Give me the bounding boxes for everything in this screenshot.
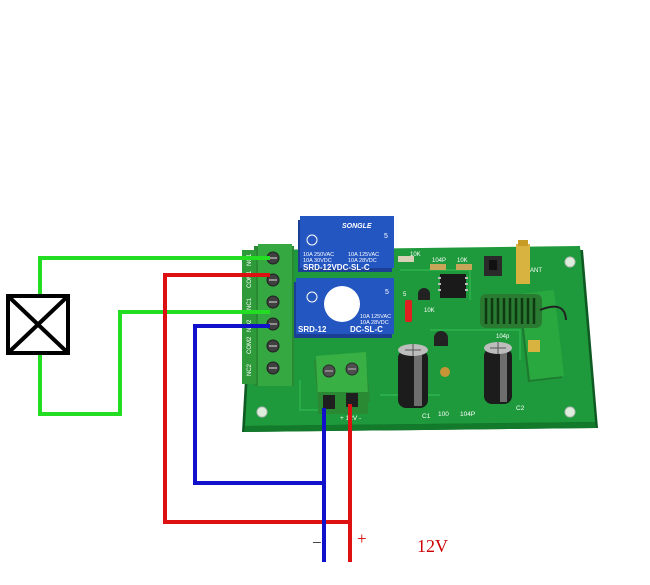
- label-bottom-c2: C2: [516, 405, 525, 412]
- mounting-hole: [564, 256, 576, 268]
- relay-top-rating-r1: 10A 125VAC: [348, 252, 379, 258]
- green-wire: [38, 310, 270, 416]
- relay-top: SONGLE 5 10A 250VAC 10A 30VDC 10A 125VAC…: [298, 216, 394, 272]
- terminal-label: NC2: [247, 363, 253, 376]
- transistor: [418, 288, 430, 300]
- relay-bottom-pin: 5: [385, 289, 389, 296]
- relay-bottom: 5 10A 125VAC 10A 28VDC SRD-12 DC-SL-C: [294, 278, 394, 338]
- ceramic-capacitor: [440, 367, 450, 377]
- relay-top-model: SRD-12VDC-SL-C: [303, 263, 370, 272]
- red-led: [405, 300, 412, 322]
- red-wire: [163, 273, 352, 562]
- label-bottom-c1: C1: [422, 413, 431, 420]
- mounting-hole: [256, 406, 268, 418]
- relay-seal-sticker: [324, 286, 360, 322]
- label-c1p: 104P: [432, 258, 446, 264]
- capacitor-c1: [398, 344, 428, 408]
- plus-label: +: [357, 529, 367, 548]
- board-components: 10K 104P 10K 5 10K: [398, 240, 567, 420]
- label-r1: 10K: [410, 252, 421, 258]
- capacitor-c2: [484, 342, 512, 404]
- ce-mark-icon: [306, 234, 318, 246]
- power-terminal-block: + 12V -: [314, 352, 370, 422]
- relay-board: SONGLE 5 10A 250VAC 10A 30VDC 10A 125VAC…: [242, 216, 598, 432]
- antenna-coil: [480, 294, 567, 328]
- green-wire: [38, 256, 270, 308]
- label-antenna: ANT: [530, 268, 542, 274]
- mounting-hole: [564, 406, 576, 418]
- relay-bottom-rating-r1: 10A 125VAC: [360, 314, 391, 320]
- voltage-label: 12V: [417, 536, 448, 556]
- lamp-symbol: [6, 294, 70, 355]
- terminal-label: NC1: [247, 297, 253, 310]
- label-c104p: 104p: [496, 334, 510, 340]
- wires: [38, 256, 352, 562]
- label-led: 5: [403, 292, 407, 298]
- relay-bottom-model-left: SRD-12: [298, 325, 327, 334]
- relay-top-rating-r2: 10A 28VDC: [348, 258, 377, 264]
- pcb-edge: [244, 422, 596, 432]
- terminal-label: COM1: [247, 270, 253, 288]
- relay-top-rating-l2: 10A 30VDC: [303, 258, 332, 264]
- transistor: [433, 330, 448, 346]
- label-r3: 10K: [424, 308, 435, 314]
- terminal-label: COM2: [247, 336, 253, 354]
- relay-top-rating-l1: 10A 250VAC: [303, 252, 334, 258]
- label-bottom-104p: 104P: [460, 411, 475, 418]
- relay-bottom-rating-r2: 10A 28VDC: [360, 320, 389, 326]
- ce-mark-icon: [306, 291, 318, 303]
- relay-top-brand: SONGLE: [342, 223, 372, 230]
- relay-top-pin: 5: [384, 233, 388, 240]
- minus-label: −: [312, 533, 322, 552]
- label-r2: 10K: [457, 258, 468, 264]
- relay-bottom-model-right: DC-SL-C: [350, 325, 383, 334]
- blue-wire: [193, 324, 324, 485]
- ic-chip: [440, 274, 466, 298]
- label-bottom-100: 100: [438, 411, 449, 418]
